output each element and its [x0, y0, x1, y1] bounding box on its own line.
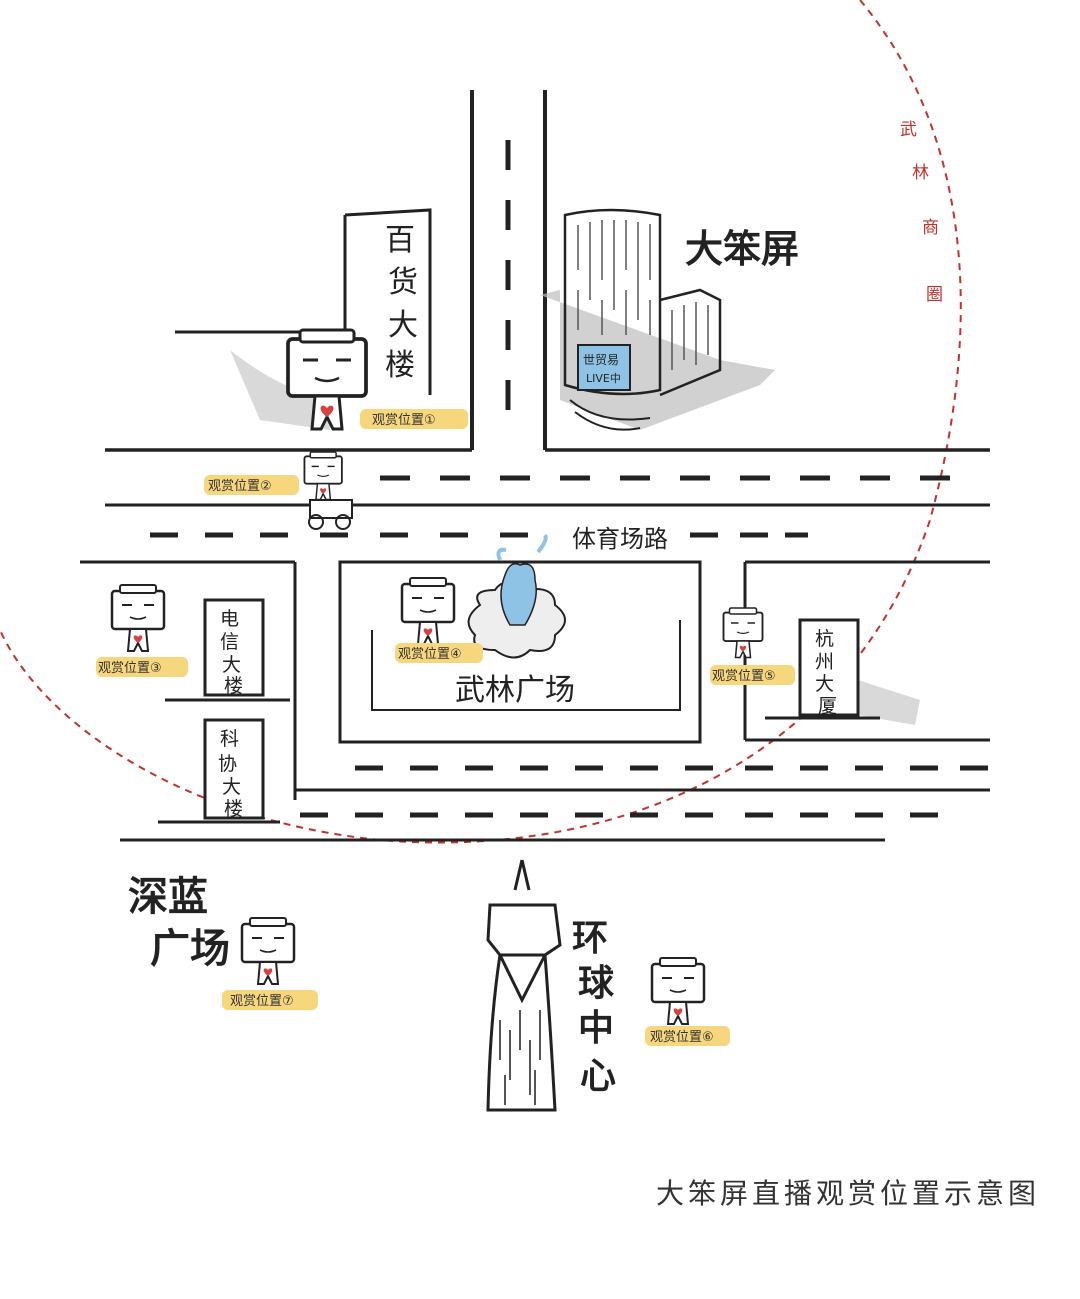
- spot-2-label[interactable]: 观赏位置②: [208, 479, 272, 494]
- spot-5-label[interactable]: 观赏位置⑤: [712, 669, 776, 684]
- huanqiu-tower: [486, 859, 562, 1112]
- spot-3-label[interactable]: 观赏位置③: [98, 661, 162, 676]
- spot-1-highlight: [360, 409, 468, 429]
- kexie-char: 协: [218, 753, 237, 775]
- hangzhou-building: [798, 618, 860, 717]
- hangzhou-shadow: [858, 680, 920, 725]
- spot-5-highlight: [710, 665, 795, 685]
- spot-3-highlight: [96, 657, 188, 677]
- spot-7-highlight: [222, 990, 318, 1010]
- huanqiu-char: 球: [578, 963, 615, 1004]
- hangzhou-char: 厦: [818, 695, 837, 717]
- hangzhou-char: 大: [815, 673, 834, 695]
- dabenping-shadow: [540, 290, 775, 430]
- huanqiu-char: 环: [572, 918, 608, 959]
- wulin-square-inner: [371, 620, 681, 711]
- baihuo-char: 货: [388, 265, 418, 300]
- base-curves: [569, 399, 651, 431]
- mascot-spot-7: [240, 916, 296, 986]
- mascot-spot-6: [650, 956, 706, 1026]
- dianxin-char: 电: [220, 608, 239, 630]
- spot-6-label[interactable]: 观赏位置⑥: [650, 1030, 714, 1045]
- building-windows: [577, 220, 709, 370]
- tower-windows: [499, 1010, 541, 1105]
- wulin-square-label: 武林广场: [455, 673, 575, 708]
- dianxin-char: 楼: [224, 675, 243, 697]
- road-lane-dashes: [150, 475, 950, 538]
- fountain-icon: [467, 533, 566, 659]
- hangzhou-char: 州: [815, 651, 834, 673]
- spot-6-highlight: [645, 1026, 730, 1046]
- zone-label-char: 林: [912, 163, 929, 183]
- dianxin-building: [203, 598, 265, 697]
- dianxin-char: 信: [220, 631, 239, 653]
- baihuo-char: 大: [388, 308, 418, 343]
- cart-icon: [308, 499, 353, 530]
- kexie-char: 大: [222, 776, 241, 798]
- kexie-char: 科: [220, 728, 239, 750]
- mascot-spot-5: [722, 607, 764, 659]
- dianxin-char: 大: [222, 654, 241, 676]
- zone-label-char: 商: [922, 218, 939, 238]
- baihuo-char: 百: [385, 223, 415, 258]
- shenlan-label-line1: 深蓝: [128, 874, 208, 920]
- hangzhou-char: 杭: [815, 628, 834, 650]
- baihuo-shadow: [230, 350, 330, 430]
- map-caption: 大笨屏直播观赏位置示意图: [655, 1177, 1040, 1210]
- zone-label-char: 圈: [926, 285, 943, 305]
- spot-1-label[interactable]: 观赏位置①: [372, 413, 436, 428]
- huanqiu-char: 中: [578, 1008, 614, 1049]
- dabenping-label: 大笨屏: [685, 227, 799, 271]
- zone-label-char: 武: [900, 120, 917, 140]
- baihuo-building: [343, 208, 432, 395]
- kexie-char: 楼: [224, 798, 243, 820]
- huanqiu-char: 心: [580, 1056, 616, 1097]
- spot-2-highlight: [204, 475, 299, 495]
- shenlan-label-line2: 广场: [150, 926, 230, 972]
- mascot-spot-2: [303, 451, 343, 501]
- dabenping-screen: [577, 344, 631, 391]
- screen-sign-line2: LIVE中: [586, 372, 621, 385]
- wulin-square-block: [338, 560, 702, 744]
- kexie-building: [203, 718, 265, 820]
- road-lane-dashes: [300, 765, 988, 818]
- wulin-zone-boundary: [0, 0, 962, 844]
- baihuo-char: 楼: [385, 348, 415, 383]
- mascot-spot-4: [400, 576, 456, 646]
- screen-sign-line1: 世贸易: [583, 353, 619, 367]
- spot-4-highlight: [395, 643, 483, 663]
- spot-4-label[interactable]: 观赏位置④: [398, 647, 462, 662]
- road-name: 体育场路: [572, 525, 668, 553]
- mascot-spot-3: [110, 583, 166, 653]
- spot-7-label[interactable]: 观赏位置⑦: [230, 994, 294, 1009]
